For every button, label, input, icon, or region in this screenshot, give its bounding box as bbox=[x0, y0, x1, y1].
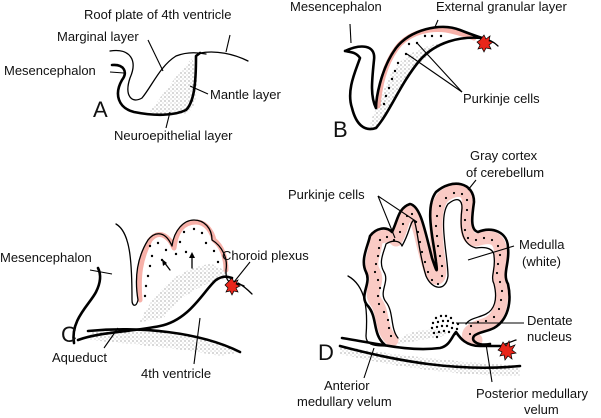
choroid-plexus-d bbox=[497, 340, 517, 361]
leader-purkinje-d-2 bbox=[377, 195, 396, 239]
leader-medulla bbox=[467, 245, 515, 261]
dentate-nucleus bbox=[430, 314, 460, 340]
mesencephalon-d bbox=[347, 275, 387, 347]
marginal-layer-outline bbox=[109, 49, 207, 101]
leader-fourth-ventricle bbox=[193, 317, 201, 365]
panel-letter-b: B bbox=[333, 117, 348, 142]
arrow-head-2 bbox=[189, 252, 195, 258]
inner-cortex-edge-d bbox=[380, 199, 497, 339]
floor-line-c bbox=[86, 328, 242, 354]
choroid-plexus-c bbox=[224, 277, 241, 296]
floor-c bbox=[76, 275, 234, 342]
purkinje-cells-c bbox=[143, 227, 220, 298]
leader-choroid-plexus bbox=[233, 261, 251, 283]
mantle-layer-shading bbox=[148, 58, 198, 115]
panel-a: Roof plate of 4th ventricle Marginal lay… bbox=[4, 7, 281, 143]
label-mesencephalon-c: Mesencephalon bbox=[0, 250, 92, 265]
label-posterior-velum-2: velum bbox=[524, 402, 559, 417]
label-purkinje-cells-d: Purkinje cells bbox=[288, 187, 365, 202]
leader-external-granular bbox=[434, 19, 439, 28]
label-gray-cortex-2: of cerebellum bbox=[466, 165, 544, 180]
mantle-shading-c bbox=[140, 264, 230, 322]
label-mesencephalon-a: Mesencephalon bbox=[4, 63, 96, 78]
label-medulla-1: Medulla bbox=[519, 237, 565, 252]
leader-mesencephalon-a bbox=[109, 71, 125, 74]
label-mesencephalon-b: Mesencephalon bbox=[290, 0, 382, 14]
label-posterior-velum-1: Posterior medullary bbox=[476, 386, 588, 401]
purkinje-cells-d bbox=[373, 191, 504, 338]
arrow-head-1 bbox=[162, 259, 167, 266]
panel-letter-a: A bbox=[93, 97, 108, 122]
leader-neuroepithelial bbox=[165, 111, 171, 129]
cerebellum-outline-d bbox=[362, 182, 511, 347]
leader-posterior-velum bbox=[485, 343, 493, 383]
fourth-ventricle-shading-d bbox=[340, 346, 520, 376]
floor-line-d bbox=[338, 344, 522, 370]
leader-aqueduct bbox=[103, 327, 119, 349]
label-mantle-layer: Mantle layer bbox=[210, 87, 281, 102]
choroid-plexus-b bbox=[476, 34, 494, 53]
label-marginal-layer: Marginal layer bbox=[57, 29, 139, 44]
floor-d bbox=[340, 330, 502, 351]
label-anterior-velum-1: Anterior bbox=[324, 378, 370, 393]
label-purkinje-cells-b: Purkinje cells bbox=[463, 91, 540, 106]
external-granular-layer-c bbox=[136, 219, 229, 303]
label-external-granular-layer: External granular layer bbox=[436, 0, 567, 14]
leader-mesencephalon-b bbox=[349, 23, 352, 44]
leader-mantle-layer bbox=[189, 85, 209, 95]
label-medulla-2: (white) bbox=[522, 254, 561, 269]
panel-b: Mesencephalon External granular layer Pu… bbox=[290, 0, 567, 142]
leader-purkinje-b-1 bbox=[406, 53, 463, 93]
roof-plate-c bbox=[237, 282, 253, 295]
leader-roof-plate bbox=[225, 34, 231, 53]
label-choroid-plexus: Choroid plexus bbox=[222, 248, 309, 263]
neural-tube-wall-c bbox=[72, 266, 102, 345]
panel-letter-c: C bbox=[61, 322, 77, 347]
mantle-shading-b bbox=[369, 39, 466, 131]
leader-mesencephalon-c bbox=[89, 269, 113, 275]
leader-anterior-velum bbox=[363, 347, 375, 379]
leader-marginal-layer bbox=[147, 39, 164, 72]
neural-tube-wall-a bbox=[110, 51, 202, 117]
leader-purkinje-d-1 bbox=[377, 195, 418, 223]
fourth-ventricle-shading-c bbox=[90, 328, 240, 356]
panel-d: Purkinje cells Gray cortex of cerebellum… bbox=[288, 148, 588, 417]
panel-letter-d: D bbox=[318, 340, 334, 365]
cerebellar-plate-c bbox=[115, 219, 245, 306]
label-dentate-2: nucleus bbox=[527, 329, 572, 344]
label-aqueduct: Aqueduct bbox=[52, 350, 107, 365]
label-neuroepithelial-layer: Neuroepithelial layer bbox=[114, 128, 233, 143]
leader-purkinje-b-2 bbox=[416, 42, 463, 93]
label-gray-cortex-1: Gray cortex bbox=[470, 148, 538, 163]
panel-c: Mesencephalon Choroid plexus Aqueduct 4t… bbox=[0, 219, 309, 381]
label-dentate-1: Dentate bbox=[527, 313, 573, 328]
label-anterior-velum-2: medullary velum bbox=[297, 394, 392, 409]
label-roof-plate: Roof plate of 4th ventricle bbox=[84, 7, 231, 22]
leader-gray-cortex bbox=[467, 179, 477, 191]
roof-plate-a bbox=[199, 51, 249, 62]
label-fourth-ventricle: 4th ventricle bbox=[141, 366, 211, 381]
neural-tube-wall-b bbox=[343, 25, 484, 131]
